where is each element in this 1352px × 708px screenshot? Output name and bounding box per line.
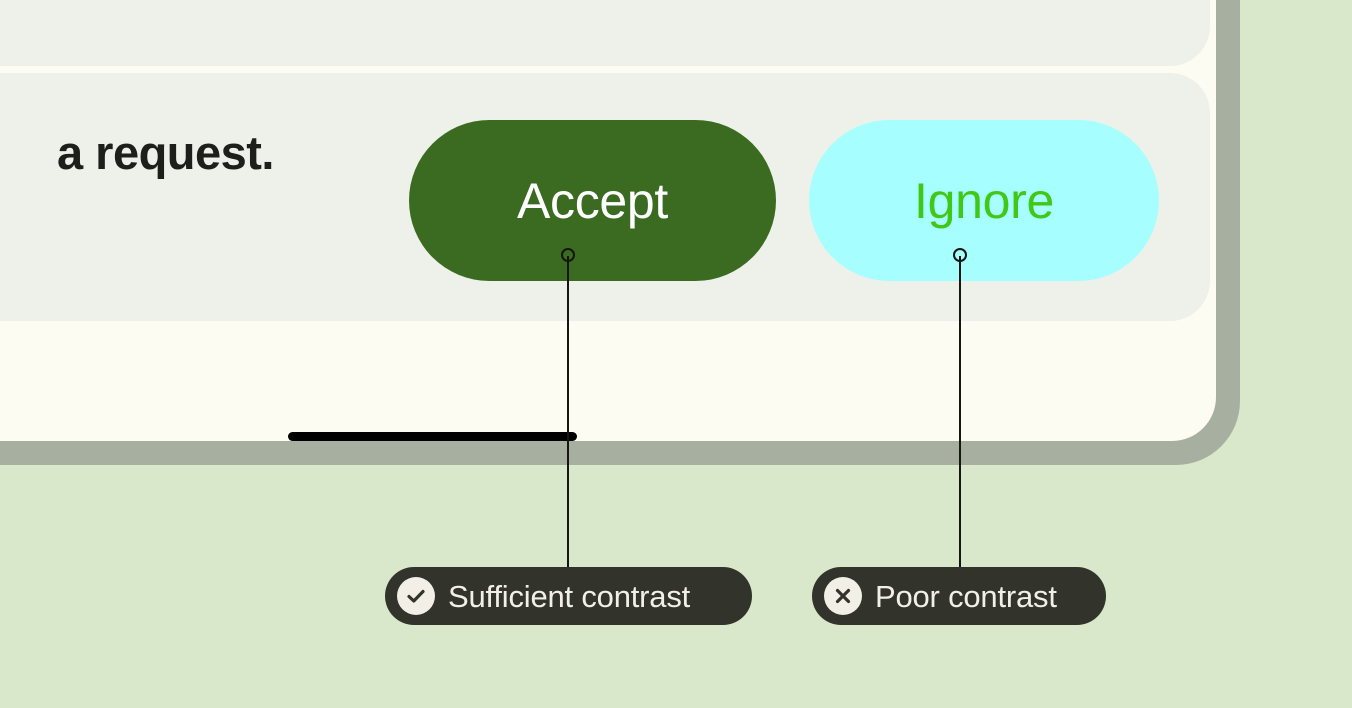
callout-anchor-sufficient bbox=[561, 248, 575, 262]
badge-sufficient-label: Sufficient contrast bbox=[448, 578, 691, 614]
x-circle-icon bbox=[824, 577, 862, 615]
device-screen: a request. Accept Ignore bbox=[0, 0, 1216, 441]
check-circle-icon bbox=[397, 577, 435, 615]
ignore-button[interactable]: Ignore bbox=[809, 120, 1159, 281]
callout-line-poor bbox=[959, 256, 961, 569]
request-row-text: a request. bbox=[56, 126, 275, 179]
callout-anchor-poor bbox=[953, 248, 967, 262]
badge-poor-label: Poor contrast bbox=[875, 578, 1057, 614]
home-indicator bbox=[288, 432, 577, 441]
list-panel-previous bbox=[0, 0, 1210, 66]
device-frame: a request. Accept Ignore bbox=[0, 0, 1240, 465]
badge-sufficient-contrast: Sufficient contrast bbox=[385, 567, 752, 625]
callout-line-sufficient bbox=[567, 256, 569, 569]
accept-button[interactable]: Accept bbox=[409, 120, 776, 281]
badge-poor-contrast: Poor contrast bbox=[812, 567, 1106, 625]
